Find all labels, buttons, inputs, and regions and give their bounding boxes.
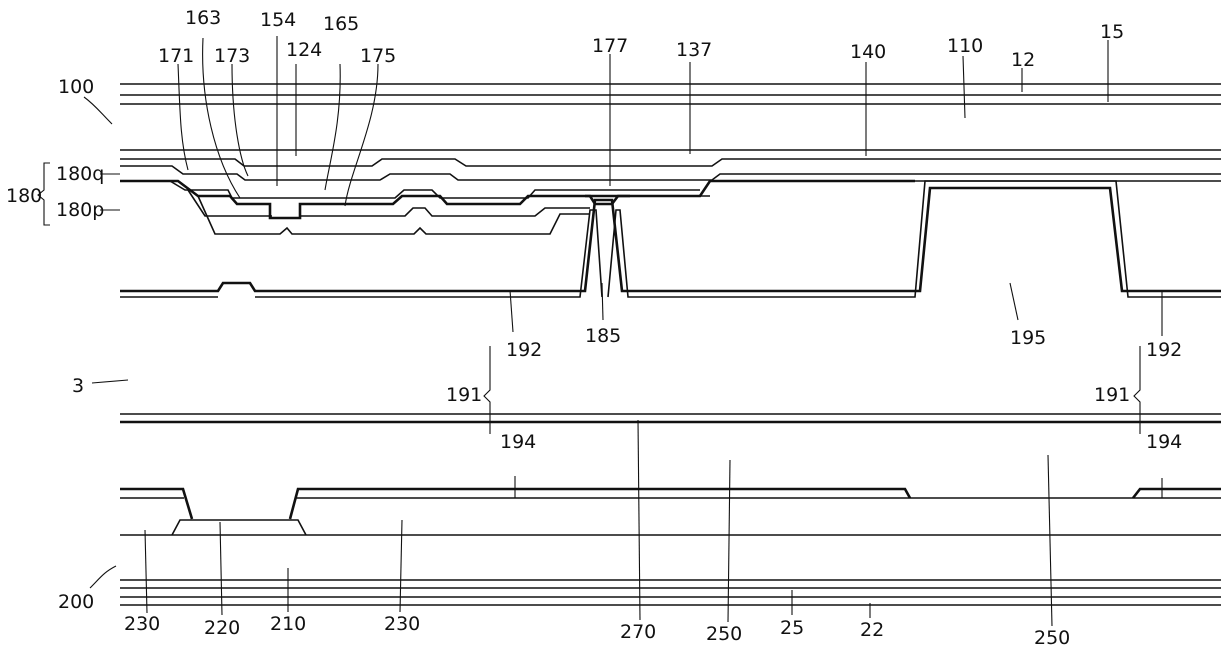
label-100: 100 xyxy=(58,76,94,98)
label-192-left: 192 xyxy=(506,339,542,361)
label-110: 110 xyxy=(947,35,983,57)
label-180: 180 xyxy=(6,185,42,207)
label-220: 220 xyxy=(204,617,240,639)
label-270: 270 xyxy=(620,621,656,643)
label-185: 185 xyxy=(585,325,621,347)
label-194-left: 194 xyxy=(500,431,536,453)
reference-labels: 171 163 173 154 124 165 175 177 137 140 … xyxy=(6,7,1182,648)
label-192-right: 192 xyxy=(1146,339,1182,361)
label-230-left: 230 xyxy=(124,613,160,635)
lower-panel xyxy=(120,489,1221,605)
label-137: 137 xyxy=(676,39,712,61)
label-191-left: 191 xyxy=(446,384,482,406)
label-180p: 180p xyxy=(56,199,104,221)
label-171: 171 xyxy=(158,45,194,67)
label-230-right: 230 xyxy=(384,613,420,635)
label-15: 15 xyxy=(1100,21,1124,43)
label-173: 173 xyxy=(214,45,250,67)
label-194-right: 194 xyxy=(1146,431,1182,453)
label-250-left: 250 xyxy=(706,623,742,645)
label-177: 177 xyxy=(592,35,628,57)
label-210: 210 xyxy=(270,613,306,635)
label-250-right: 250 xyxy=(1034,627,1070,648)
label-180q: 180q xyxy=(56,163,104,185)
label-175: 175 xyxy=(360,45,396,67)
label-12: 12 xyxy=(1011,49,1035,71)
label-195: 195 xyxy=(1010,327,1046,349)
label-163: 163 xyxy=(185,7,221,29)
upper-panel xyxy=(120,84,1221,297)
label-3: 3 xyxy=(72,375,84,397)
label-154: 154 xyxy=(260,9,296,31)
label-140: 140 xyxy=(850,41,886,63)
liquid-crystal-layer xyxy=(120,414,1221,422)
label-124: 124 xyxy=(286,39,322,61)
label-191-right: 191 xyxy=(1094,384,1130,406)
label-165: 165 xyxy=(323,13,359,35)
label-25: 25 xyxy=(780,617,804,639)
label-22: 22 xyxy=(860,619,884,641)
label-200: 200 xyxy=(58,591,94,613)
